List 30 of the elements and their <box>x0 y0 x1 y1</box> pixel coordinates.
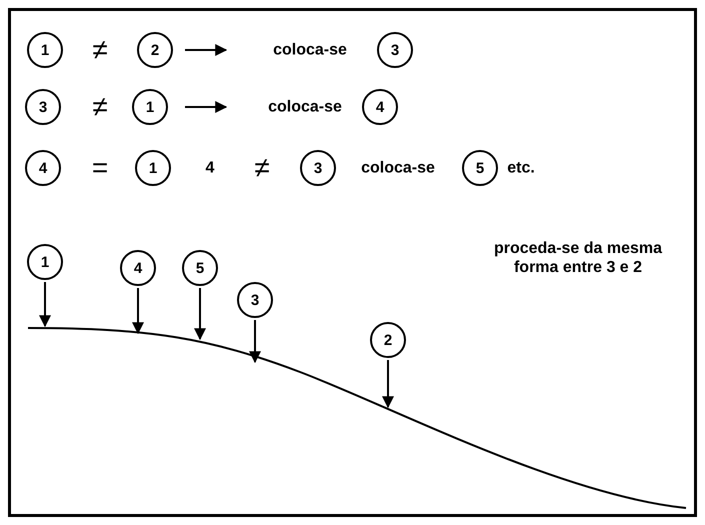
math-symbol: ≠ <box>254 151 270 185</box>
math-symbol: = <box>92 151 108 185</box>
arrow <box>39 282 51 328</box>
circled-number: 4 <box>362 89 398 125</box>
circled-number: 2 <box>370 322 406 358</box>
circled-number: 1 <box>27 244 63 280</box>
circled-number: 3 <box>25 89 61 125</box>
circled-number: 4 <box>25 150 61 186</box>
math-symbol: ≠ <box>92 90 108 124</box>
circled-number: 5 <box>462 150 498 186</box>
circled-number: 1 <box>135 150 171 186</box>
math-symbol: ≠ <box>92 33 108 67</box>
arrow <box>249 320 261 364</box>
arrow <box>132 288 144 334</box>
arrow <box>382 360 394 408</box>
note-text: proceda-se da mesma forma entre 3 e 2 <box>492 238 664 278</box>
circled-number: 1 <box>132 89 168 125</box>
circled-number: 1 <box>27 32 63 68</box>
instruction-text: coloca-se <box>268 97 342 117</box>
instruction-text: etc. <box>507 158 535 178</box>
circled-number: 5 <box>182 250 218 286</box>
circled-number: 3 <box>237 282 273 318</box>
circled-number: 3 <box>300 150 336 186</box>
instruction-text: coloca-se <box>361 158 435 178</box>
arrow <box>194 288 206 340</box>
circled-number: 2 <box>137 32 173 68</box>
circled-number: 4 <box>120 250 156 286</box>
circled-number: 3 <box>377 32 413 68</box>
instruction-text: coloca-se <box>273 40 347 60</box>
number-label: 4 <box>206 158 214 178</box>
